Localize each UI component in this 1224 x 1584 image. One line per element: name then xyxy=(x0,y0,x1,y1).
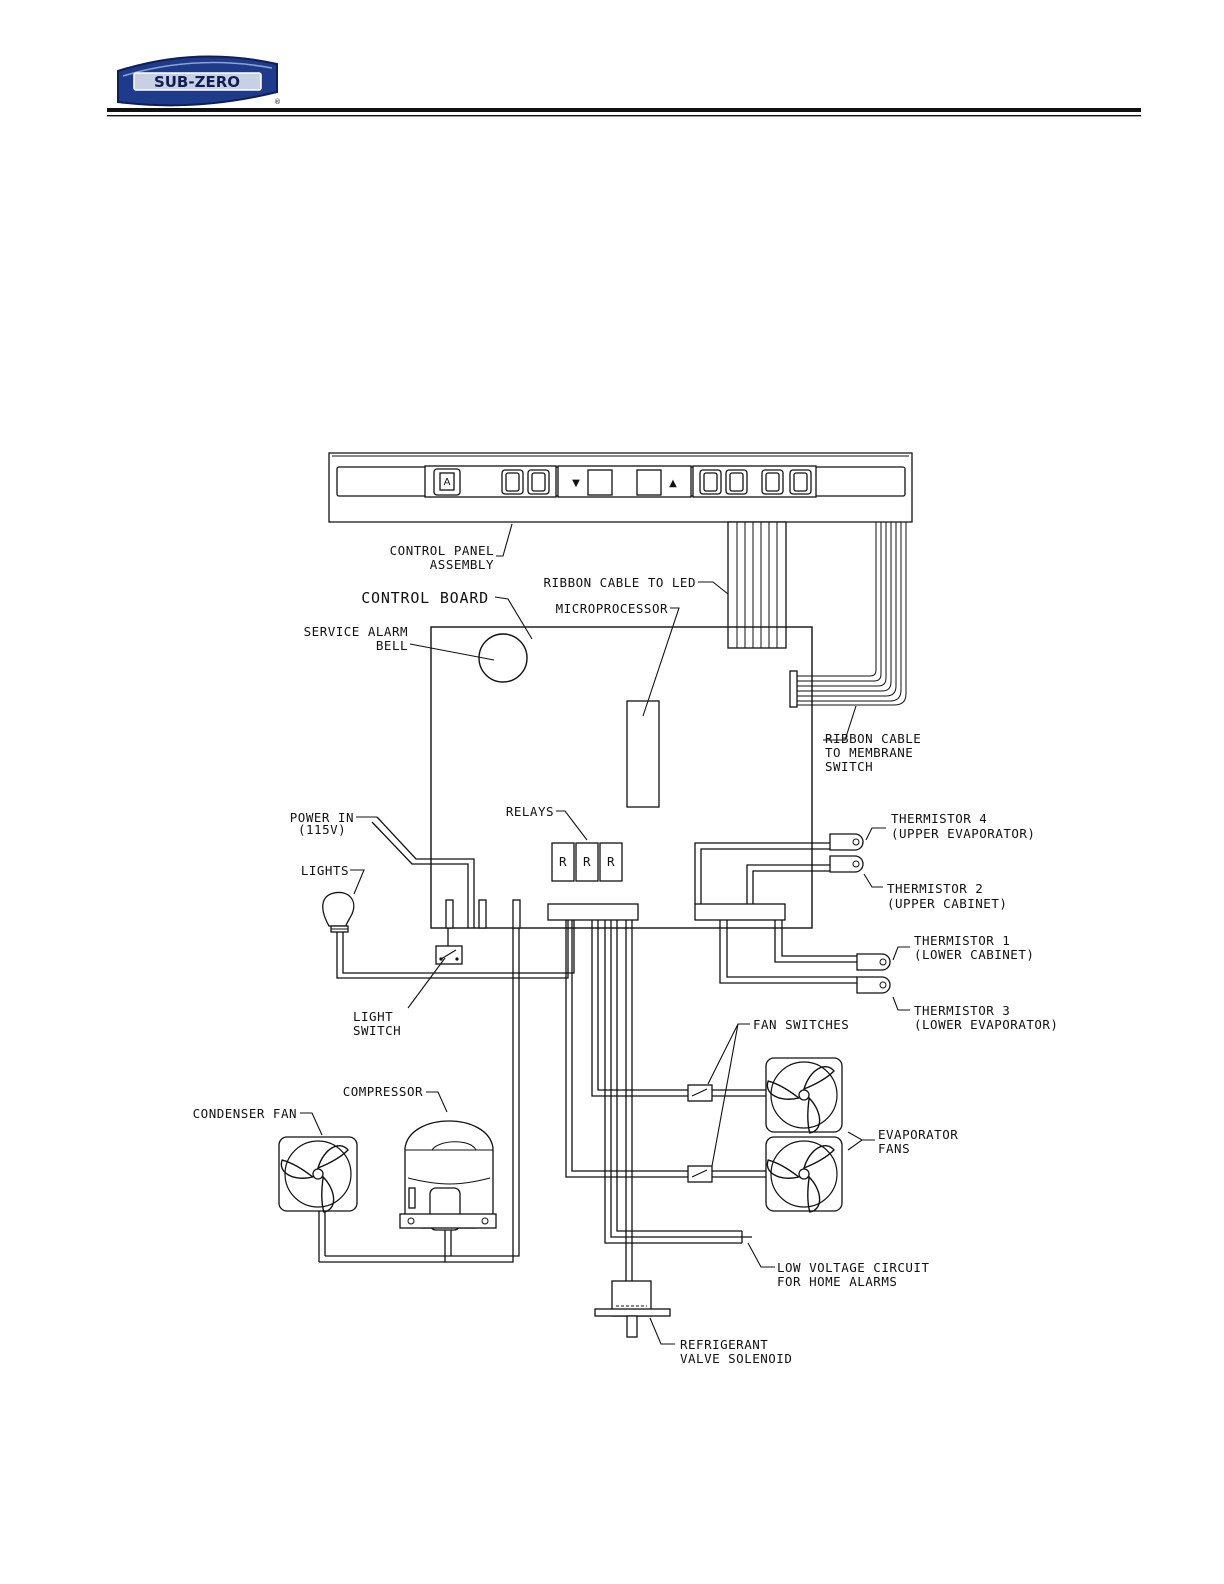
panel-button-a-icon: A xyxy=(444,477,451,488)
label-evaporator: EVAPORATOR xyxy=(878,1127,958,1142)
label-thermistor-3: THERMISTOR 3 xyxy=(914,1003,1010,1018)
label-ribbon-cable-membrane-1: RIBBON CABLE xyxy=(825,731,921,746)
ribbon-cable-led xyxy=(727,521,787,649)
relay-r2: R xyxy=(583,854,591,869)
relay-r3: R xyxy=(607,854,615,869)
logo-text: SUB-ZERO xyxy=(154,73,240,91)
header-rule-thin xyxy=(107,115,1141,117)
label-power-voltage: (115V) xyxy=(298,822,346,837)
relays: R R R xyxy=(551,842,623,882)
label-low-voltage-circuit: LOW VOLTAGE CIRCUIT xyxy=(777,1260,930,1275)
label-thermistor-3-location: (LOWER EVAPORATOR) xyxy=(914,1017,1058,1032)
registered-mark: ® xyxy=(274,98,281,106)
label-light-switch-2: SWITCH xyxy=(353,1023,401,1038)
header-rule-thick xyxy=(107,108,1141,112)
thermistor-1 xyxy=(856,953,891,971)
compressor-icon xyxy=(399,1120,497,1231)
label-valve-solenoid: VALVE SOLENOID xyxy=(680,1351,792,1366)
label-ribbon-cable-membrane-3: SWITCH xyxy=(825,759,873,774)
label-evaporator-fans: FANS xyxy=(878,1141,910,1156)
thermistor-2 xyxy=(829,855,864,873)
evaporator-fan-upper-icon xyxy=(763,1057,843,1136)
thermistor-3 xyxy=(856,976,891,994)
control-board: R R R xyxy=(430,626,813,929)
label-home-alarms: FOR HOME ALARMS xyxy=(777,1274,897,1289)
label-lights: LIGHTS xyxy=(301,863,349,878)
panel-up-arrow-icon: ▲ xyxy=(669,478,677,489)
label-ribbon-cable-led: RIBBON CABLE TO LED xyxy=(544,575,697,590)
low-voltage-terminal xyxy=(741,1231,752,1243)
service-alarm-bell-icon xyxy=(478,633,528,683)
label-light-switch-1: LIGHT xyxy=(353,1009,393,1024)
label-fan-switches: FAN SWITCHES xyxy=(753,1017,849,1032)
thermistor-connector xyxy=(694,903,786,921)
label-service-alarm-bell: BELL xyxy=(376,638,408,653)
label-thermistor-1-location: (LOWER CABINET) xyxy=(914,947,1034,962)
label-power-in: POWER IN xyxy=(290,810,354,825)
ribbon-cable-membrane xyxy=(789,522,907,708)
label-thermistor-2: THERMISTOR 2 xyxy=(887,881,983,896)
refrigerant-valve-solenoid-icon xyxy=(594,1280,671,1338)
panel-down-arrow-icon: ▼ xyxy=(572,478,580,489)
label-thermistor-1: THERMISTOR 1 xyxy=(914,933,1010,948)
label-microprocessor: MICROPROCESSOR xyxy=(556,601,668,616)
label-service-alarm: SERVICE ALARM xyxy=(304,624,408,639)
light-switch xyxy=(435,945,463,965)
label-control-board: CONTROL BOARD xyxy=(361,589,489,607)
label-control-panel: CONTROL PANEL xyxy=(390,543,494,558)
leader-lines xyxy=(300,523,910,1345)
thermistor-4 xyxy=(829,833,864,851)
label-condenser-fan: CONDENSER FAN xyxy=(193,1106,297,1121)
light-bulb-icon xyxy=(322,891,355,933)
bottom-connector xyxy=(547,903,639,921)
label-control-panel-assembly: ASSEMBLY xyxy=(430,557,494,572)
sub-zero-logo: SUB-ZERO ® xyxy=(117,55,281,107)
label-ribbon-cable-membrane-2: TO MEMBRANE xyxy=(825,745,913,760)
evaporator-fan-lower-icon xyxy=(763,1136,843,1215)
label-refrigerant: REFRIGERANT xyxy=(680,1337,768,1352)
fan-switch-lower xyxy=(687,1165,713,1183)
microprocessor-chip xyxy=(626,700,660,808)
control-panel-assembly: A ▼ ▲ xyxy=(328,452,913,523)
relay-r1: R xyxy=(559,854,567,869)
label-thermistor-2-location: (UPPER CABINET) xyxy=(887,896,1007,911)
label-compressor: COMPRESSOR xyxy=(343,1084,423,1099)
condenser-fan-icon xyxy=(277,1136,358,1215)
fan-switch-upper xyxy=(687,1084,713,1102)
labels: CONTROL PANEL ASSEMBLY RIBBON CABLE TO L… xyxy=(193,543,1058,1366)
label-thermistor-4-location: (UPPER EVAPORATOR) xyxy=(891,826,1035,841)
label-relays: RELAYS xyxy=(506,804,554,819)
label-thermistor-4: THERMISTOR 4 xyxy=(891,811,987,826)
